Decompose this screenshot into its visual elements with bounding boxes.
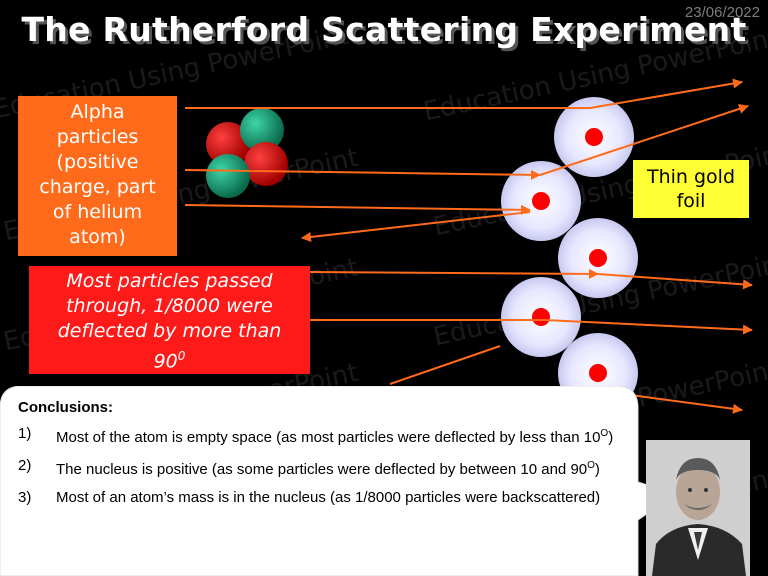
- label-line: foil: [676, 190, 706, 212]
- item-superscript: O: [587, 460, 595, 471]
- label-line: Most particles passed: [66, 270, 273, 292]
- angle-superscript: 0: [177, 349, 186, 363]
- list-item: 2) The nucleus is positive (as some part…: [18, 456, 628, 479]
- particle-path: [597, 273, 753, 290]
- proton: [244, 142, 288, 186]
- label-line: atom): [69, 226, 126, 248]
- label-line: charge, part: [39, 176, 156, 198]
- alpha-particles-label: Alpha particles (positive charge, part o…: [18, 96, 177, 256]
- label-line: Thin gold: [646, 166, 736, 188]
- item-number: 2): [18, 457, 32, 474]
- label-line: Alpha: [70, 101, 125, 123]
- particle-paths: [184, 78, 753, 414]
- conclusions-heading: Conclusions:: [18, 399, 114, 416]
- label-line: particles: [56, 126, 139, 148]
- item-number: 3): [18, 489, 32, 506]
- label-line: 900: [29, 344, 310, 374]
- list-item: 3) Most of an atom’s mass is in the nucl…: [18, 488, 628, 507]
- item-text: The nucleus is positive (as some particl…: [56, 461, 588, 478]
- particle-path: [589, 78, 743, 109]
- list-item: 1) Most of the atom is empty space (as m…: [18, 424, 628, 447]
- particle-path: [301, 211, 531, 242]
- item-superscript: O: [600, 428, 609, 439]
- conclusions-list: Conclusions: 1) Most of the atom is empt…: [18, 399, 628, 516]
- particle-path: [184, 204, 531, 215]
- item-text: Most of the atom is empty space (as most…: [56, 429, 601, 446]
- item-text: Most of an atom’s mass is in the nucleus…: [56, 489, 601, 506]
- slide-title: The Rutherford Scattering Experiment: [21, 10, 747, 49]
- slide-date: 23/06/2022: [684, 4, 760, 21]
- item-number: 1): [18, 425, 32, 442]
- particle-path: [629, 394, 743, 414]
- gold-nucleus: [585, 128, 603, 146]
- gold-nucleus: [532, 308, 550, 326]
- portrait-image: [646, 440, 750, 576]
- item-text-end: ): [608, 429, 614, 446]
- gold-nucleus: [589, 249, 607, 267]
- particle-path: [539, 104, 749, 176]
- particle-path: [309, 268, 599, 279]
- label-line: through, 1/8000 were: [66, 295, 273, 317]
- neutron: [206, 154, 250, 198]
- proton: [206, 122, 250, 166]
- gold-nucleus: [532, 192, 550, 210]
- gold-foil-label: Thin gold foil: [633, 160, 749, 218]
- gold-nucleus: [589, 364, 607, 382]
- particle-path: [184, 169, 541, 180]
- label-line: of helium: [52, 201, 143, 223]
- neutron: [240, 108, 284, 152]
- label-line: deflected by more than: [57, 320, 282, 342]
- particle-path: [544, 319, 753, 335]
- label-line: (positive: [56, 151, 139, 173]
- gold-atoms: [501, 97, 638, 413]
- particle-path: [389, 345, 501, 385]
- rutherford-portrait: [646, 440, 750, 576]
- item-text-end: ): [594, 461, 600, 478]
- angle-value: 90: [153, 350, 178, 373]
- alpha-particle-cluster: [206, 108, 288, 198]
- deflection-summary-label: Most particles passed through, 1/8000 we…: [29, 266, 310, 374]
